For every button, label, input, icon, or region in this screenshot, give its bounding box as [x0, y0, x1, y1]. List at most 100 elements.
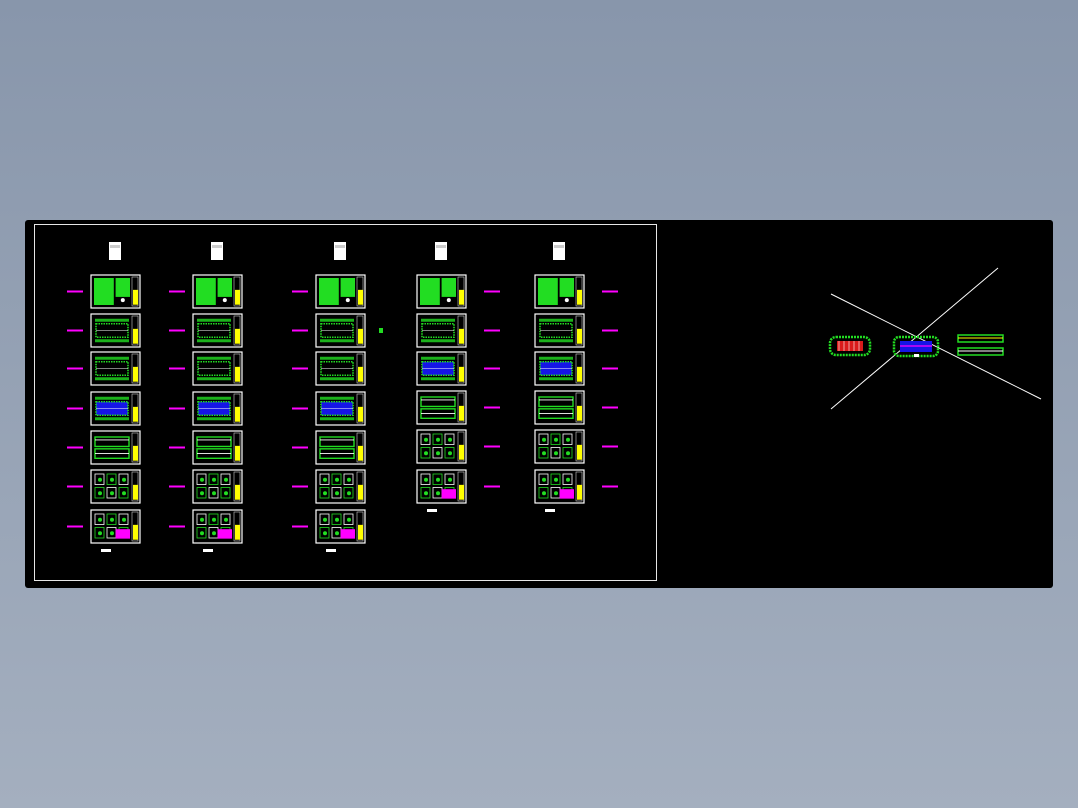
sheet-label	[169, 329, 185, 332]
title-block-stamp	[577, 366, 582, 382]
detail-drawing	[420, 447, 431, 459]
dimension-line	[197, 377, 231, 381]
detail-mark	[323, 491, 327, 496]
dimension-line	[421, 377, 455, 381]
dimension-line	[539, 356, 573, 360]
detail-mark	[98, 531, 102, 536]
detail-mark	[212, 517, 216, 522]
detail-mark	[335, 477, 339, 482]
dimension-line	[539, 318, 573, 322]
dimension-line	[95, 339, 129, 343]
detail-drawing	[562, 433, 573, 445]
sheet-caption	[203, 549, 213, 552]
detail-drawing	[106, 487, 117, 499]
detail-drawing	[106, 473, 117, 485]
notes-text-block	[217, 278, 232, 297]
title-block-stamp	[235, 366, 240, 382]
elevation-upper	[196, 436, 232, 448]
detail-drawing	[196, 473, 207, 485]
detail-drawing	[118, 513, 129, 525]
detail-mark	[424, 451, 428, 456]
cad-drawing[interactable]	[25, 220, 1053, 588]
notes-text-block	[115, 278, 130, 297]
detail-drawing	[550, 433, 561, 445]
sheet-label	[484, 445, 500, 448]
cover-sheet-title	[110, 245, 120, 248]
detail-drawing	[196, 513, 207, 525]
detail-drawing	[538, 487, 549, 499]
detail-mark	[110, 531, 114, 536]
detail-mark	[347, 517, 351, 522]
legend-block	[217, 529, 232, 539]
detail-drawing	[319, 527, 330, 539]
detail-mark	[436, 491, 440, 496]
detail-drawing	[118, 487, 129, 499]
construction-line	[830, 267, 999, 410]
title-block-stamp	[235, 524, 240, 540]
detail-mark	[436, 451, 440, 456]
detail-drawing	[538, 447, 549, 459]
detail-mark	[448, 477, 452, 482]
cover-sheet	[109, 242, 121, 260]
sheet-caption	[101, 549, 111, 552]
sheet-label	[484, 406, 500, 409]
detail-drawing	[220, 487, 231, 499]
sheet-label	[484, 290, 500, 293]
plan-thumb-label	[914, 354, 919, 357]
detail-mark	[554, 451, 558, 456]
sheet-label	[602, 485, 618, 488]
sheet-label	[67, 446, 83, 449]
title-block-stamp	[235, 328, 240, 344]
detail-mark	[224, 517, 228, 522]
sheet-label	[602, 406, 618, 409]
sheet-label	[292, 407, 308, 410]
right-view	[828, 267, 1042, 410]
title-block-stamp	[133, 484, 138, 500]
detail-drawing	[444, 447, 455, 459]
title-block-stamp	[459, 289, 464, 305]
title-block-stamp	[235, 484, 240, 500]
detail-mark	[335, 531, 339, 536]
cover-sheet	[211, 242, 223, 260]
sheet-label	[169, 367, 185, 370]
title-block-stamp	[577, 328, 582, 344]
detail-mark	[98, 477, 102, 482]
detail-mark	[122, 477, 126, 482]
notes-text-block	[319, 278, 339, 305]
notes-text-block	[94, 278, 114, 305]
sheet-label	[602, 329, 618, 332]
sheet-caption	[545, 509, 555, 512]
dimension-line	[197, 356, 231, 360]
detail-drawing	[331, 473, 342, 485]
detail-mark	[335, 491, 339, 496]
detail-mark	[566, 477, 570, 482]
detail-mark	[566, 451, 570, 456]
sheet-label	[169, 290, 185, 293]
detail-mark	[542, 491, 546, 496]
detail-drawing	[319, 473, 330, 485]
detail-mark	[347, 491, 351, 496]
elevation-upper	[94, 436, 130, 448]
detail-mark	[200, 517, 204, 522]
north-arrow	[345, 298, 350, 303]
dimension-line	[95, 318, 129, 322]
legend-block	[441, 489, 456, 499]
sheet-label	[292, 290, 308, 293]
dimension-line	[421, 356, 455, 360]
sheet-label	[292, 329, 308, 332]
notes-text-block	[340, 278, 355, 297]
model-space-canvas[interactable]	[25, 220, 1053, 588]
detail-drawing	[196, 527, 207, 539]
sheet-label	[67, 407, 83, 410]
notes-text-block	[196, 278, 216, 305]
detail-mark	[554, 477, 558, 482]
elevation-upper	[538, 396, 574, 408]
detail-drawing	[208, 473, 219, 485]
detail-drawing	[420, 487, 431, 499]
title-block-stamp	[133, 366, 138, 382]
sheet-column-col1	[67, 242, 141, 552]
sheet-column-col2	[169, 242, 243, 552]
cover-sheet	[435, 242, 447, 260]
sheet-label	[67, 367, 83, 370]
title-block-stamp	[577, 484, 582, 500]
